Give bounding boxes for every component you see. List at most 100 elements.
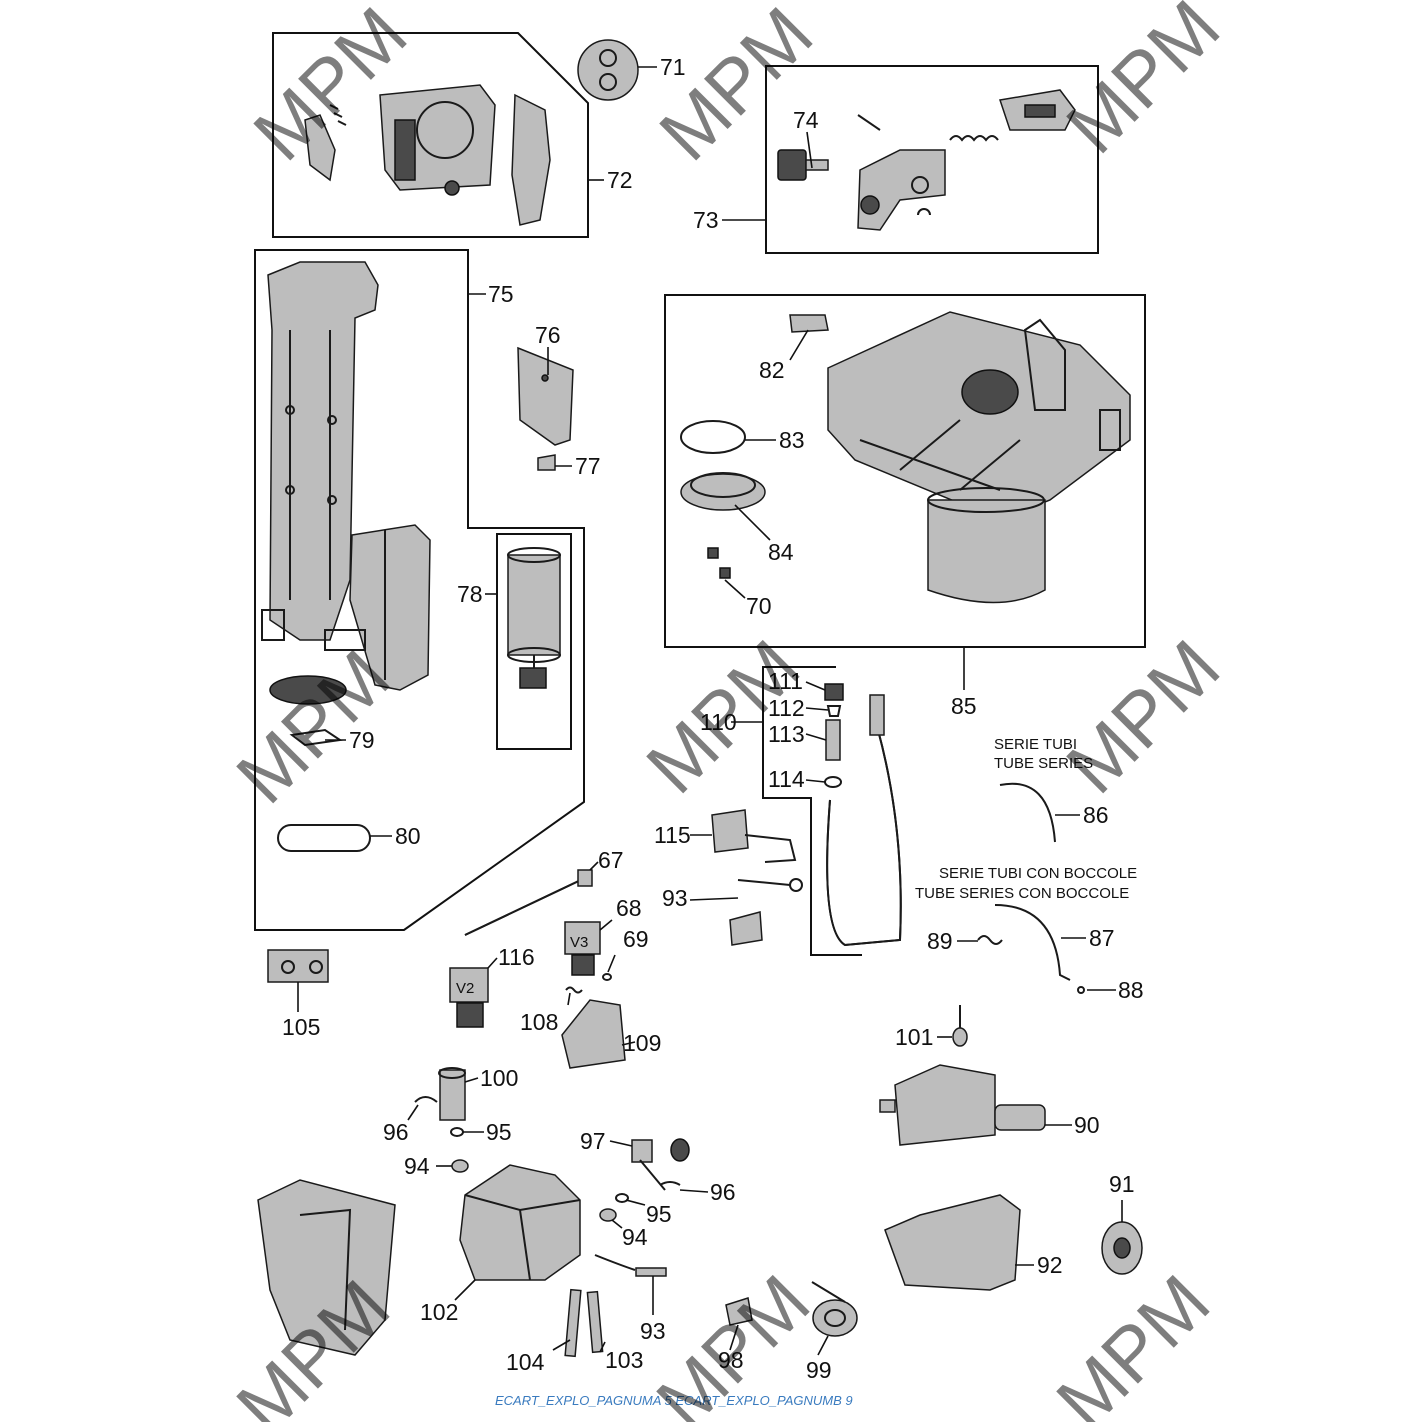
label-85: 85 [951,693,977,719]
group-110-frame [762,666,862,956]
part-76-plate [517,346,574,446]
valve-68: V3 [564,921,601,976]
water-tank [257,1179,396,1356]
valve-116: V2 [449,967,489,1028]
caption-tubes-en: TUBE SERIES [994,755,1093,772]
label-67: 67 [598,847,624,873]
label-80: 80 [395,823,421,849]
tube-87 [994,904,1071,981]
ring-95-right [615,1193,629,1203]
pump-90 [879,1064,1046,1146]
label-96-right: 96 [710,1179,736,1205]
label-95-left: 95 [486,1119,512,1145]
label-96-left: 96 [383,1119,409,1145]
caption-tubes-it: SERIE TUBI [994,736,1077,753]
label-84: 84 [768,539,794,565]
fitting-100 [438,1067,466,1121]
filter-84 [680,472,766,511]
label-103: 103 [605,1347,643,1373]
belt-80 [277,824,371,852]
bracket-109 [561,999,626,1069]
label-74: 74 [793,107,819,133]
label-94-left: 94 [404,1153,430,1179]
sensor-93-mid [729,878,803,946]
tube-86 [999,782,1056,843]
caption-tubes-bushings-it: SERIE TUBI CON BOCCOLE [939,865,1137,882]
label-109: 109 [623,1030,661,1056]
label-72: 72 [607,167,633,193]
label-86: 86 [1083,802,1109,828]
label-100: 100 [480,1065,518,1091]
label-92: 92 [1037,1252,1063,1278]
clip-108 [565,986,583,994]
motor-78 [507,547,561,689]
group-85-brew-unit [789,311,1131,604]
part-99 [811,1281,858,1337]
label-101: 101 [895,1024,933,1050]
label-90: 90 [1074,1112,1100,1138]
label-95-right: 95 [646,1201,672,1227]
label-70: 70 [746,593,772,619]
part-73-assembly [777,89,1076,231]
label-116: 116 [498,944,535,970]
label-82: 82 [759,357,785,383]
sensor-93-bottom [594,1254,667,1277]
label-93-bottom: 93 [640,1318,666,1344]
caption-tubes-bushings-en: TUBE SERIES CON BOCCOLE [915,885,1129,902]
watermark-9: MPM [1041,1259,1226,1422]
group-85-frame [664,294,1146,648]
label-108: 108 [520,1009,558,1035]
ring-83 [680,420,746,454]
label-77: 77 [575,453,601,479]
label-69: 69 [623,926,649,952]
label-105: 105 [282,1014,320,1040]
label-104: 104 [506,1349,545,1375]
ring-94-right [599,1208,617,1222]
label-114: 114 [768,766,805,792]
label-79: 79 [349,727,375,753]
part-72-housing [304,84,551,226]
label-112: 112 [768,695,805,721]
block-105 [267,949,329,983]
label-94-right: 94 [622,1224,648,1250]
group-73-frame [765,65,1099,254]
label-98: 98 [718,1347,744,1373]
label-87: 87 [1089,925,1115,951]
label-78: 78 [457,581,483,607]
label-115: 115 [654,822,691,848]
motor-78-frame [496,533,572,750]
ring-94-left [451,1159,469,1173]
part-98 [725,1297,753,1326]
part-88-ring [1077,986,1085,994]
switch-115 [711,809,797,863]
label-111: 111 [768,668,803,694]
label-89: 89 [927,928,953,954]
footer-page-ref: ECART_EXPLO_PAGNUMA 5 ECART_EXPLO_PAGNUM… [495,1393,853,1408]
label-113: 113 [768,721,805,747]
label-97: 97 [580,1128,606,1154]
label-102: 102 [420,1299,458,1325]
screws-70 [707,547,731,579]
label-99: 99 [806,1357,832,1383]
label-68: 68 [616,895,642,921]
water-tank-strap [299,1208,352,1331]
watermark-6: MPM [1051,624,1236,809]
label-75: 75 [488,281,514,307]
clip-96-right [659,1181,681,1186]
bracket-92 [884,1194,1021,1291]
rod-104 [564,1288,582,1358]
label-83: 83 [779,427,805,453]
part-71-disc [577,39,639,101]
fitting-97 [631,1138,690,1191]
label-71: 71 [660,54,686,80]
rod-103 [586,1290,604,1354]
valve-116-label: V2 [456,980,474,997]
group-72-frame [272,32,589,238]
part-89-clip [977,935,1003,945]
label-110: 110 [700,709,737,735]
heater-102 [459,1164,581,1281]
part-101 [952,1005,968,1047]
clip-96-left [414,1096,438,1103]
ring-95-left [450,1127,464,1137]
